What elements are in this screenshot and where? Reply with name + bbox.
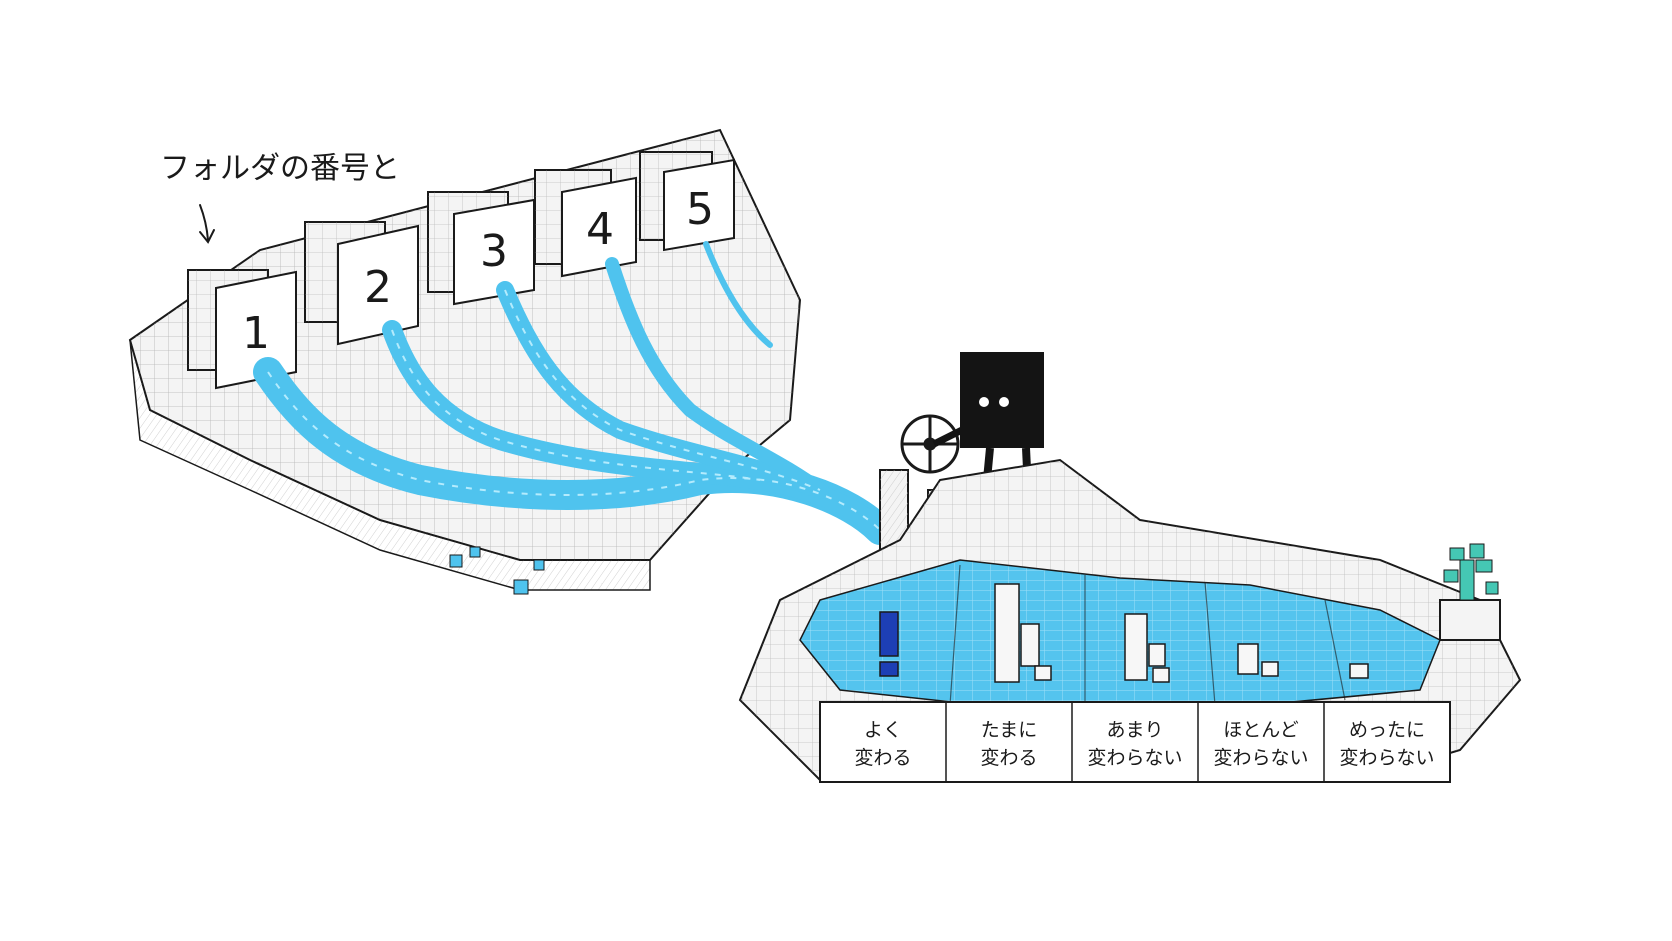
label-sometimes-line2: 変わる (980, 747, 1037, 769)
label-seldom-line2: 変わらない (1339, 747, 1434, 769)
label-almost-never-line1: ほとんど (1223, 719, 1298, 741)
folder-block-3: 3 (428, 192, 534, 304)
arrow-down-icon (200, 205, 214, 242)
folder-block-4: 4 (535, 170, 636, 276)
folder-number-4: 4 (586, 204, 614, 255)
folder-number-3: 3 (480, 226, 508, 277)
folder-number-5: 5 (686, 184, 714, 235)
folder-number-1: 1 (242, 308, 270, 359)
folder-number-2: 2 (364, 262, 392, 313)
label-almost-never-line2: 変わらない (1213, 747, 1308, 769)
exclamation-icon (880, 612, 898, 676)
label-rarely-line2: 変わらない (1087, 747, 1182, 769)
label-sometimes-line1: たまに (981, 719, 1037, 741)
annotation-text: フォルダの番号と (160, 151, 400, 186)
label-often-line2: 変わる (854, 747, 911, 769)
folder-block-5: 5 (640, 152, 734, 250)
label-often-line1: よく (864, 719, 902, 741)
frequency-label-band: よく 変わる たまに 変わる あまり 変わらない ほとんど 変わらない めったに… (820, 702, 1450, 782)
label-rarely-line1: あまり (1106, 719, 1163, 741)
label-seldom-line1: めったに (1349, 719, 1425, 741)
valve-wheel-icon (902, 416, 958, 472)
